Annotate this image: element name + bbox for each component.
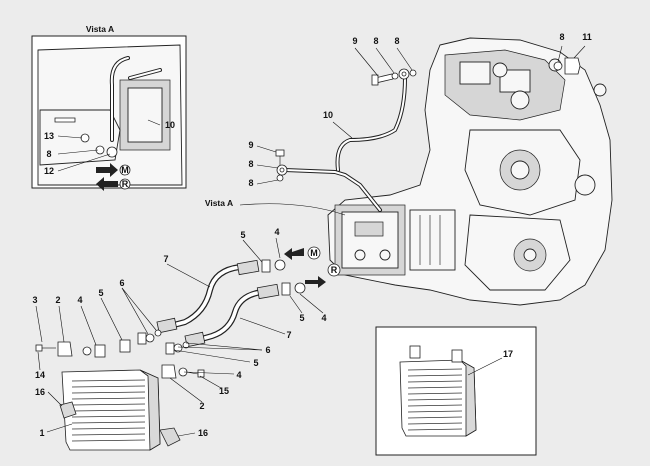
bolt-head	[275, 149, 285, 157]
callout-16-right: 16	[198, 428, 208, 438]
callout-2-bottom: 2	[199, 401, 204, 411]
engine-block-icon	[327, 37, 613, 306]
arrow-label-r: R	[331, 265, 338, 275]
vista-a-inset-title: Vista A	[86, 24, 114, 34]
washer	[409, 69, 417, 77]
leader-15	[199, 375, 222, 389]
callout-8-mid-a: 8	[248, 159, 253, 169]
callout-7-top: 7	[163, 254, 168, 264]
leader-6-bottom-a	[185, 342, 263, 351]
vista-a-inset	[31, 35, 187, 189]
leader-17	[467, 357, 503, 376]
callout-8-top-a: 8	[373, 36, 378, 46]
leader-9-top	[354, 47, 379, 77]
arrow-label-m: M	[310, 248, 318, 258]
leader-8-right	[557, 45, 563, 63]
callout-6-top: 6	[119, 278, 124, 288]
callout-4-left: 4	[77, 295, 82, 305]
hose-fittings	[35, 259, 306, 379]
leader-10	[332, 121, 353, 139]
return-tube	[276, 68, 410, 212]
leader-5-right	[289, 295, 303, 314]
leader-8-mid-a	[256, 164, 279, 169]
leader-8-top-b	[396, 47, 413, 71]
callout-10: 10	[165, 120, 175, 130]
callout-6-bottom: 6	[265, 345, 270, 355]
inset-arrow-label-r: R	[122, 179, 129, 189]
leader-1	[46, 423, 73, 433]
leader-6-top-a	[121, 287, 149, 335]
callout-14: 14	[35, 370, 45, 380]
inset-arrow-label-m: M	[121, 165, 129, 175]
callout-7-right: 7	[286, 330, 291, 340]
callout-16-left: 16	[35, 387, 45, 397]
callout-8-top-b: 8	[394, 36, 399, 46]
leader-2-top	[58, 305, 65, 343]
rubber-grommet	[59, 401, 77, 419]
leader-8-inset	[57, 149, 99, 155]
alt-cooler-inset	[375, 326, 537, 456]
callout-5-bottom: 5	[253, 358, 258, 368]
callout-9-top: 9	[352, 36, 357, 46]
bolt-head	[371, 74, 379, 86]
rubber-grommet	[159, 427, 181, 447]
leader-9-mid	[256, 145, 277, 153]
callout-8-mid-b: 8	[248, 178, 253, 188]
callout-10-main: 10	[323, 110, 333, 120]
callout-8-right: 8	[559, 32, 564, 42]
leader-3	[35, 305, 43, 343]
oil-cooler-icon	[399, 345, 477, 437]
callout-1: 1	[39, 428, 44, 438]
callout-9-mid: 9	[248, 140, 253, 150]
callout-2-top: 2	[55, 295, 60, 305]
leader-5-bottom	[173, 349, 251, 363]
callout-13: 13	[44, 131, 54, 141]
plug-screw	[564, 57, 581, 75]
callout-12: 12	[44, 166, 54, 176]
leader-vista-a	[239, 203, 346, 216]
callout-17: 17	[503, 349, 513, 359]
leader-6-bottom-b	[177, 346, 263, 351]
vista-a-pointer-label: Vista A	[205, 198, 233, 208]
leader-8-mid-b	[256, 179, 279, 185]
callout-11: 11	[582, 32, 592, 42]
leader-2-bottom	[169, 377, 203, 403]
callout-3: 3	[32, 295, 37, 305]
callout-8: 8	[46, 149, 51, 159]
leader-13	[57, 135, 83, 139]
leader-16-right	[177, 432, 196, 437]
leader-7-top	[166, 263, 211, 288]
leader-11	[573, 45, 586, 59]
leader-10-inset	[147, 119, 161, 126]
flow-arrow-icon	[284, 246, 341, 288]
leader-7-right	[239, 317, 286, 335]
leader-5-left	[100, 297, 123, 341]
leader-16-left	[47, 391, 63, 407]
callout-5-right: 5	[299, 313, 304, 323]
flow-arrow-icon	[96, 163, 131, 191]
callout-4-bottom: 4	[236, 370, 241, 380]
leader-4-right	[299, 293, 324, 314]
leader-8-top-a	[375, 47, 395, 74]
callout-5-top: 5	[240, 230, 245, 240]
callout-5-left: 5	[98, 288, 103, 298]
leader-4-top	[275, 237, 281, 259]
washer	[276, 174, 284, 182]
washer	[391, 72, 399, 80]
leader-5-top	[242, 239, 263, 263]
leader-12	[57, 153, 111, 172]
oil-cooler-icon	[61, 369, 161, 451]
callout-15: 15	[219, 386, 229, 396]
leader-4-left	[80, 305, 97, 346]
hose-icon	[167, 264, 265, 343]
callout-4-top: 4	[274, 227, 279, 237]
leader-14	[37, 351, 41, 371]
leader-6-top-b	[121, 287, 157, 331]
washer	[553, 61, 563, 71]
callout-4-right: 4	[321, 313, 326, 323]
leader-4-bottom	[183, 371, 235, 375]
